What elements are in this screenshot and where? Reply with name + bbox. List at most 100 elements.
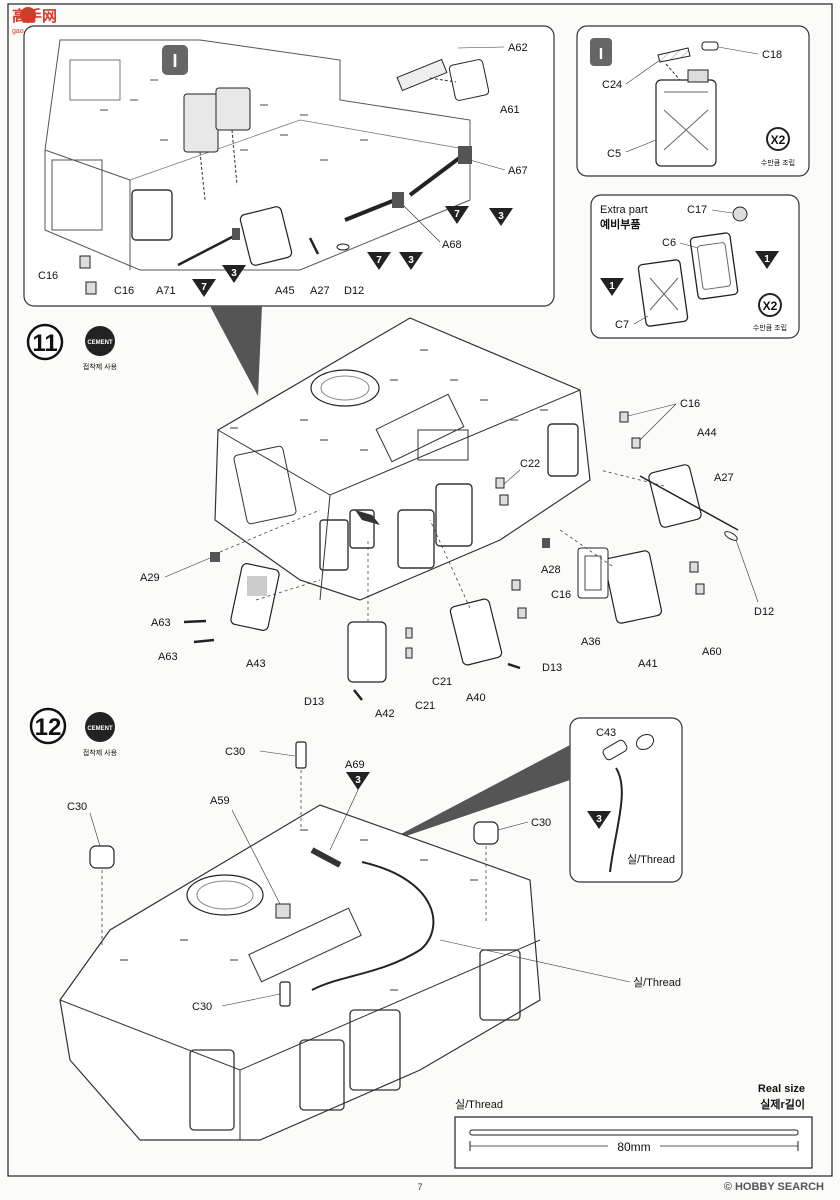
roman-marker-text-2: I xyxy=(599,46,603,63)
label-c16-b: C16 xyxy=(114,285,134,297)
label-d12: D12 xyxy=(344,285,364,297)
svg-text:3: 3 xyxy=(355,775,361,786)
page-number: 7 xyxy=(417,1182,422,1192)
label-a40: A40 xyxy=(466,692,486,704)
svg-text:3: 3 xyxy=(596,814,602,825)
real-size-en: Real size xyxy=(758,1083,805,1095)
label-c30-c: C30 xyxy=(531,817,551,829)
label-c30-b: C30 xyxy=(67,801,87,813)
part-a42 xyxy=(347,621,387,683)
label-a41: A41 xyxy=(638,658,658,670)
real-size-panel: Real size 실제r길이 실/Thread 80mm xyxy=(454,1083,813,1169)
extra-part-title-kr: 예비부품 xyxy=(600,217,640,231)
extra-part-title-en: Extra part xyxy=(600,204,648,216)
callout-top-right: I C24 C18 C5 X2 수만큼 조립 xyxy=(576,25,810,177)
part-c43 xyxy=(602,739,628,761)
label-a28: A28 xyxy=(541,564,561,576)
label-d12-b: D12 xyxy=(754,606,774,618)
triangle-marker-3: 3 xyxy=(222,265,246,283)
part-c30 xyxy=(89,845,115,869)
part-c6 xyxy=(689,232,739,300)
triangle-marker-3: 3 xyxy=(489,208,513,226)
label-c16-c: C16 xyxy=(680,398,700,410)
svg-text:X2: X2 xyxy=(763,299,778,313)
roman-marker-text: I xyxy=(172,51,177,71)
svg-text:7: 7 xyxy=(454,209,460,220)
label-a69: A69 xyxy=(345,759,365,771)
svg-text:X2: X2 xyxy=(771,133,786,147)
svg-text:7: 7 xyxy=(201,282,207,293)
zoom-pointer xyxy=(210,306,262,396)
label-a36: A36 xyxy=(581,636,601,648)
part-c24 xyxy=(657,47,691,63)
triangle-marker-7: 7 xyxy=(445,206,469,224)
thread-label-real: 실/Thread xyxy=(455,1098,503,1111)
part-c30 xyxy=(295,741,307,769)
thread-ruler xyxy=(469,1129,799,1136)
svg-text:CEMENT: CEMENT xyxy=(87,340,113,346)
label-a62: A62 xyxy=(508,42,528,54)
part-c17 xyxy=(732,206,748,222)
cement-icon xyxy=(85,326,115,356)
step-11-badge xyxy=(26,323,64,361)
part-a45 xyxy=(239,206,293,266)
label-c30-a: C30 xyxy=(225,746,245,758)
jerry-can xyxy=(215,87,251,131)
roman-marker xyxy=(162,45,188,75)
label-a60: A60 xyxy=(702,646,722,658)
part-a41 xyxy=(603,550,663,624)
triangle-marker-1: 1 xyxy=(755,251,779,269)
label-c17: C17 xyxy=(687,204,707,216)
part-c18 xyxy=(701,41,719,51)
label-a27: A27 xyxy=(310,285,330,297)
callout-extra-part: Extra part 예비부품 C17 C6 C7 1 1 X2 수만큼 조립 xyxy=(590,194,800,339)
step-11-number: 11 xyxy=(32,330,57,357)
label-c30-d: C30 xyxy=(192,1001,212,1013)
label-c6: C6 xyxy=(662,237,676,249)
x2-badge: X2 수만큼 조립 xyxy=(761,127,795,167)
label-d13-b: D13 xyxy=(304,696,324,708)
real-size-length: 80mm xyxy=(617,1140,650,1154)
triangle-marker-3: 3 xyxy=(587,811,611,829)
label-a45: A45 xyxy=(275,285,295,297)
triangle-marker-1: 1 xyxy=(600,278,624,296)
label-a61: A61 xyxy=(500,104,520,116)
part-a68 xyxy=(344,198,396,222)
part-a61 xyxy=(448,59,490,101)
label-a63-a: A63 xyxy=(151,617,171,629)
label-c24: C24 xyxy=(602,79,622,91)
svg-text:1: 1 xyxy=(609,281,615,292)
svg-text:1: 1 xyxy=(764,254,770,265)
thread-label-callout: 실/Thread xyxy=(627,853,675,866)
part-c30 xyxy=(473,821,499,845)
svg-text:수만큼 조립: 수만큼 조립 xyxy=(753,323,787,332)
label-a44: A44 xyxy=(697,427,717,439)
watermark-brand: 高手网 xyxy=(12,7,57,25)
svg-text:3: 3 xyxy=(231,268,237,279)
part-a62 xyxy=(396,58,448,92)
triangle-marker-7: 7 xyxy=(367,252,391,270)
callout-top-left: I A62 A61 A67 A68 C16 C16 xyxy=(23,25,555,396)
thread-label-hull: 실/Thread xyxy=(633,976,681,989)
x2-badge-2: X2 수만큼 조립 xyxy=(753,293,787,332)
label-c22: C22 xyxy=(520,458,540,470)
svg-text:3: 3 xyxy=(408,255,414,266)
hobbysearch-watermark: © HOBBY SEARCH xyxy=(724,1181,824,1193)
triangle-marker-7: 7 xyxy=(192,279,216,297)
label-c16-d: C16 xyxy=(551,589,571,601)
label-c43: C43 xyxy=(596,727,616,739)
jerry-can xyxy=(183,93,219,153)
triangle-marker-3: 3 xyxy=(346,772,370,790)
label-a63-b: A63 xyxy=(158,651,178,663)
callout-thread xyxy=(569,717,683,883)
label-a68: A68 xyxy=(442,239,462,251)
part-a43 xyxy=(230,563,280,631)
part-d12 xyxy=(336,243,350,251)
label-c18: C18 xyxy=(762,49,782,61)
label-c16-a: C16 xyxy=(38,270,58,282)
hull-step12 xyxy=(59,804,541,1141)
svg-text:3: 3 xyxy=(498,211,504,222)
label-c21-b: C21 xyxy=(415,700,435,712)
